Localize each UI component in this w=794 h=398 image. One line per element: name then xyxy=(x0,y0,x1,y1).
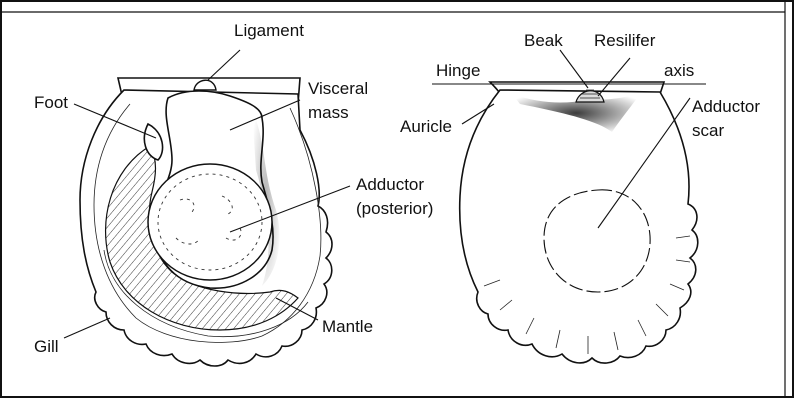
label-adductor-scar-1: Adductor xyxy=(692,97,760,116)
adductor-muscle xyxy=(148,164,272,280)
label-mass: mass xyxy=(308,103,349,122)
label-adductor-scar-2: scar xyxy=(692,121,724,140)
label-auricle: Auricle xyxy=(400,117,452,136)
label-foot: Foot xyxy=(34,93,68,112)
left-shell-illustration xyxy=(80,78,332,366)
label-axis: axis xyxy=(664,61,694,80)
label-adductor: Adductor xyxy=(356,175,424,194)
right-shell-illustration xyxy=(460,82,698,363)
label-ligament: Ligament xyxy=(234,21,304,40)
label-visceral: Visceral xyxy=(308,79,368,98)
label-beak: Beak xyxy=(524,31,563,50)
label-posterior: (posterior) xyxy=(356,199,433,218)
label-gill: Gill xyxy=(34,337,59,356)
right-shell-outline xyxy=(460,90,698,363)
label-resilifer: Resilifer xyxy=(594,31,656,50)
label-hinge: Hinge xyxy=(436,61,480,80)
label-mantle: Mantle xyxy=(322,317,373,336)
